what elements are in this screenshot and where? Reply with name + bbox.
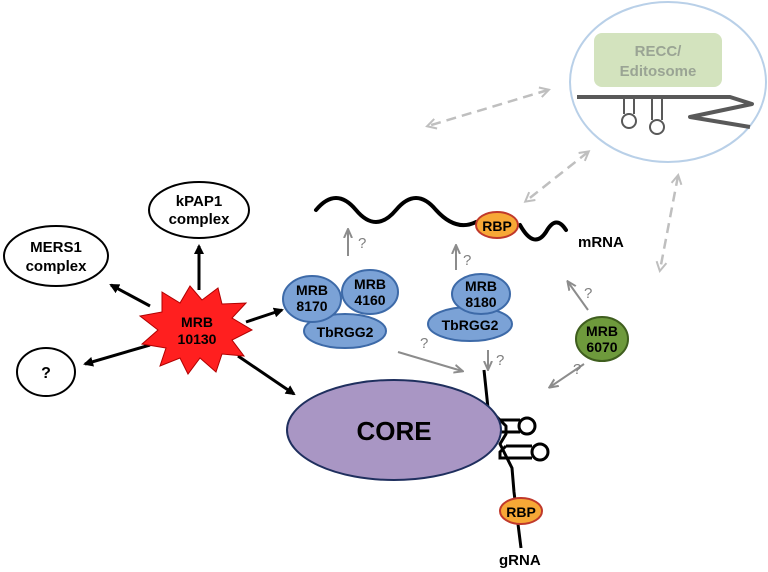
- recc-loop-1: [621, 113, 637, 129]
- kpap1-complex: kPAP1 complex: [148, 181, 250, 239]
- mrb4160: [341, 269, 399, 315]
- mers1-label-line2: complex: [26, 258, 88, 275]
- recc-editosome-group: RECC/ Editosome: [569, 1, 767, 163]
- mrb8180-cluster: TbRGG2 MRB 8180: [427, 273, 513, 342]
- question-mark-1: ?: [358, 235, 366, 252]
- mrb8170-label-line2: 8170: [296, 298, 327, 314]
- mrb4160-label-line1: MRB: [354, 276, 386, 292]
- mrb6070-label-line1: MRB: [586, 323, 618, 339]
- mrb6070: MRB 6070: [575, 316, 629, 362]
- mrna-label: mRNA: [578, 234, 624, 251]
- question-mark-3: ?: [584, 285, 592, 302]
- mrna-strand: [314, 196, 568, 242]
- grna-loop-2: [530, 442, 550, 462]
- arrow-to-mrb8170: [245, 307, 284, 324]
- mrb8170-label-line1: MRB: [296, 282, 328, 298]
- mrb4160-label-line2: 4160: [354, 292, 385, 308]
- grna-link: [498, 444, 508, 460]
- arrow-to-unknown: [83, 343, 151, 367]
- core-complex: CORE: [286, 379, 502, 481]
- mrb8180: [451, 273, 511, 315]
- rbp-grna: RBP: [499, 497, 543, 525]
- mrb8180-label-line1: MRB: [465, 278, 497, 294]
- kpap1-label-line1: kPAP1: [176, 193, 222, 210]
- arrow-to-core: [237, 354, 296, 396]
- kpap1-label-line2: complex: [169, 211, 231, 228]
- question-mark-4: ?: [420, 335, 428, 352]
- rbp-grna-label: RBP: [506, 504, 536, 520]
- mrb8180-label-line2: 8180: [465, 294, 496, 310]
- rbp-mrna: RBP: [475, 211, 519, 239]
- black-arrows: [83, 244, 296, 396]
- recc-label-line1: RECC/: [635, 43, 683, 60]
- recc-box: [594, 33, 722, 87]
- dashed-arrow-mrna: [526, 152, 588, 201]
- mrb10130: MRB 10130: [138, 285, 254, 375]
- question-mark-6: ?: [573, 361, 581, 378]
- mrb8170-cluster: TbRGG2 MRB 8170 MRB 4160: [282, 269, 399, 349]
- mrb10130-star: [138, 285, 254, 375]
- dashed-arrow-down: [660, 176, 678, 270]
- recc-rna-strand: [577, 95, 754, 129]
- dashed-arrow-left: [428, 90, 548, 126]
- recc-stem-loop-1: [623, 97, 635, 114]
- recc-label-line2: Editosome: [620, 63, 697, 80]
- mers1-label-line1: MERS1: [30, 239, 82, 256]
- grey-arrow-6070-down: [550, 363, 585, 387]
- core-label: CORE: [356, 416, 431, 446]
- mers1-complex: MERS1 complex: [3, 225, 109, 287]
- question-mark-2: ?: [463, 252, 471, 269]
- rbp-mrna-label: RBP: [482, 218, 512, 234]
- grna-stem-2: [506, 444, 532, 460]
- grey-arrows: [348, 230, 589, 387]
- recc-stem-loop-2: [651, 97, 663, 120]
- tbrgg2-a-label: TbRGG2: [317, 324, 374, 340]
- grey-arrow-8170-core: [397, 351, 462, 371]
- tbrgg2-b-label: TbRGG2: [442, 317, 499, 333]
- arrow-to-mers1: [109, 283, 151, 308]
- grna-loop-1: [517, 416, 537, 436]
- mrb6070-label-line2: 6070: [586, 339, 617, 355]
- unknown-label: ?: [41, 365, 51, 382]
- recc-loop-2: [649, 119, 665, 135]
- mrb10130-label-line2: 10130: [178, 331, 217, 347]
- question-mark-5: ?: [496, 352, 504, 369]
- mrb8170: [282, 275, 342, 323]
- grey-arrow-6070-up: [568, 282, 589, 311]
- unknown-partner: ?: [16, 347, 76, 397]
- dashed-arrows: [428, 90, 678, 270]
- mrb10130-label-line1: MRB: [181, 314, 213, 330]
- tbrgg2-a: [303, 313, 387, 349]
- grna-label: gRNA: [499, 552, 541, 569]
